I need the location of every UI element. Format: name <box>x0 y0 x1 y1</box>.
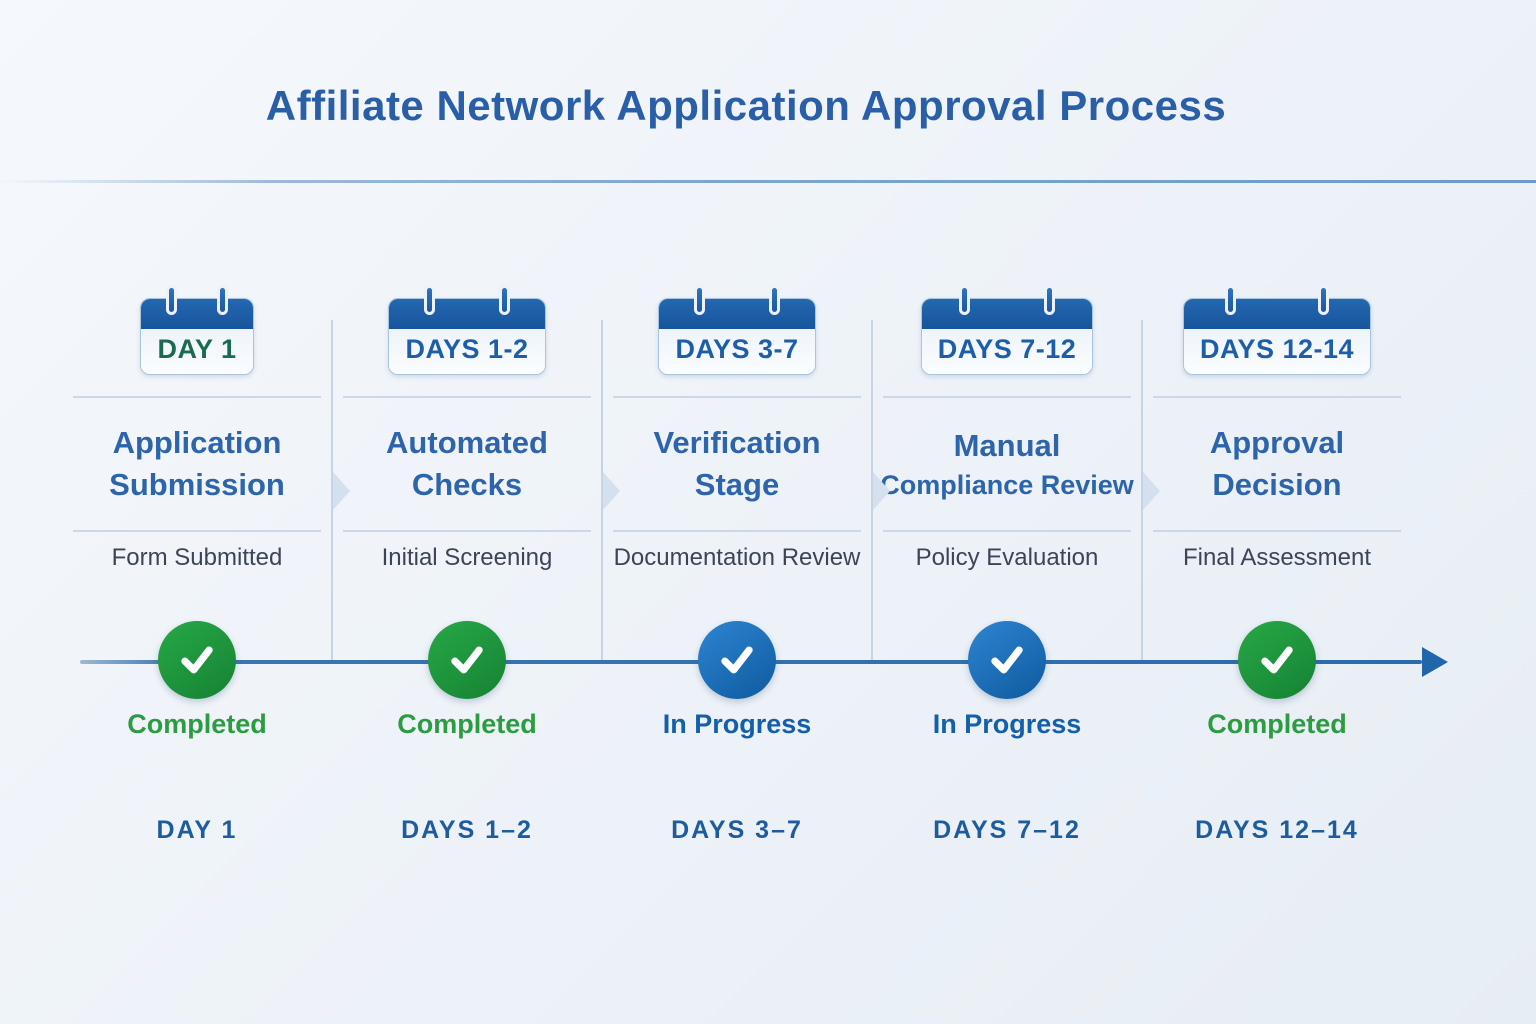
stage-divider-top <box>612 396 862 398</box>
stage-title-line2: Decision <box>1212 467 1342 502</box>
column-divider <box>331 320 350 660</box>
chevron-right-icon <box>1143 472 1160 510</box>
column-divider <box>601 320 620 660</box>
calendar-ring-icon <box>1318 285 1330 315</box>
stage-subtitle: Policy Evaluation <box>915 544 1099 571</box>
stage-title-line1: Manual <box>953 427 1061 463</box>
stage-title-line2: Stage <box>694 467 780 502</box>
stage-subtitle: Final Assessment <box>1182 544 1372 571</box>
calendar-ring-icon <box>693 285 705 315</box>
stage-column: DAYS 12-14 Approval Decision Final Asses… <box>1142 282 1412 845</box>
calendar-ring-icon <box>1043 285 1055 315</box>
check-icon <box>428 621 506 699</box>
checkmark-glyph <box>451 646 483 674</box>
arrow-right-icon <box>1422 647 1448 677</box>
stage-title-line1: Verification <box>653 425 821 461</box>
stage-divider-top <box>72 396 322 398</box>
chevron-right-icon <box>873 472 890 510</box>
calendar-icon: DAY 1 <box>140 285 254 375</box>
check-icon <box>1238 621 1316 699</box>
calendar-ring-icon <box>499 285 511 315</box>
stage-title-line2: Checks <box>411 467 523 502</box>
column-divider <box>1141 320 1160 660</box>
stage-divider-bottom <box>612 530 862 532</box>
stage-divider-bottom <box>1152 530 1402 532</box>
status-badge: In Progress <box>662 709 812 739</box>
chevron-right-icon <box>333 472 350 510</box>
calendar-ring-icon <box>165 285 177 315</box>
check-icon <box>968 621 1046 699</box>
calendar-header <box>659 299 815 329</box>
stage-divider-top <box>882 396 1132 398</box>
column-divider <box>871 320 890 660</box>
stage-column: DAYS 7-12 Manual Compliance Review Polic… <box>872 282 1142 845</box>
calendar-label: DAYS 12-14 <box>1199 334 1355 364</box>
stage-title-line1: Application <box>112 425 282 461</box>
calendar-header <box>921 299 1093 329</box>
status-badge: Completed <box>127 709 267 739</box>
stage-title-line1: Approval <box>1209 425 1345 461</box>
status-badge: Completed <box>1207 709 1347 739</box>
stage-divider-bottom <box>72 530 322 532</box>
stages-container: DAY 1 Application Submission Form Submit… <box>62 282 1412 845</box>
stage-column: DAYS 1-2 Automated Checks Initial Screen… <box>332 282 602 845</box>
day-range-label: DAY 1 <box>156 816 238 844</box>
checkmark-glyph <box>1261 646 1293 674</box>
checkmark-glyph <box>991 646 1023 674</box>
calendar-label: DAYS 1-2 <box>405 334 529 364</box>
calendar-label: DAYS 3-7 <box>675 334 799 364</box>
calendar-icon: DAYS 12-14 <box>1182 285 1372 375</box>
calendar-ring-icon <box>1224 285 1236 315</box>
page-title: Affiliate Network Application Approval P… <box>265 82 1227 129</box>
calendar-icon: DAYS 1-2 <box>388 285 546 375</box>
title-divider <box>0 180 1536 183</box>
status-badge: In Progress <box>932 709 1082 739</box>
stage-column: DAYS 3-7 Verification Stage Documentatio… <box>602 282 872 845</box>
calendar-icon: DAYS 7-12 <box>920 285 1094 375</box>
stage-column: DAY 1 Application Submission Form Submit… <box>62 282 332 845</box>
day-range-label: DAYS 7–12 <box>933 816 1081 844</box>
stage-title-line2: Submission <box>109 467 285 502</box>
checkmark-glyph <box>181 646 213 674</box>
calendar-label: DAYS 7-12 <box>937 334 1077 364</box>
calendar-label: DAY 1 <box>157 334 237 364</box>
stage-subtitle: Form Submitted <box>111 544 283 571</box>
check-icon <box>698 621 776 699</box>
stage-divider-top <box>1152 396 1402 398</box>
stage-title-line1: Automated <box>386 425 548 461</box>
checkmark-glyph <box>721 646 753 674</box>
calendar-header <box>1183 299 1371 329</box>
calendar-header <box>141 299 253 329</box>
stage-divider-bottom <box>882 530 1132 532</box>
day-range-label: DAYS 3–7 <box>671 816 803 844</box>
stage-divider-bottom <box>342 530 592 532</box>
calendar-icon: DAYS 3-7 <box>658 285 816 375</box>
day-range-label: DAYS 1–2 <box>401 816 533 844</box>
stage-subtitle: Documentation Review <box>613 544 861 571</box>
chevron-right-icon <box>603 472 620 510</box>
stage-title-line2: Compliance Review <box>880 469 1134 500</box>
calendar-ring-icon <box>959 285 971 315</box>
check-icon <box>158 621 236 699</box>
calendar-header <box>389 299 545 329</box>
day-range-label: DAYS 12–14 <box>1195 816 1359 844</box>
calendar-ring-icon <box>217 285 229 315</box>
status-badge: Completed <box>397 709 537 739</box>
calendar-ring-icon <box>769 285 781 315</box>
stage-divider-top <box>342 396 592 398</box>
stage-subtitle: Initial Screening <box>381 544 553 571</box>
calendar-ring-icon <box>423 285 435 315</box>
